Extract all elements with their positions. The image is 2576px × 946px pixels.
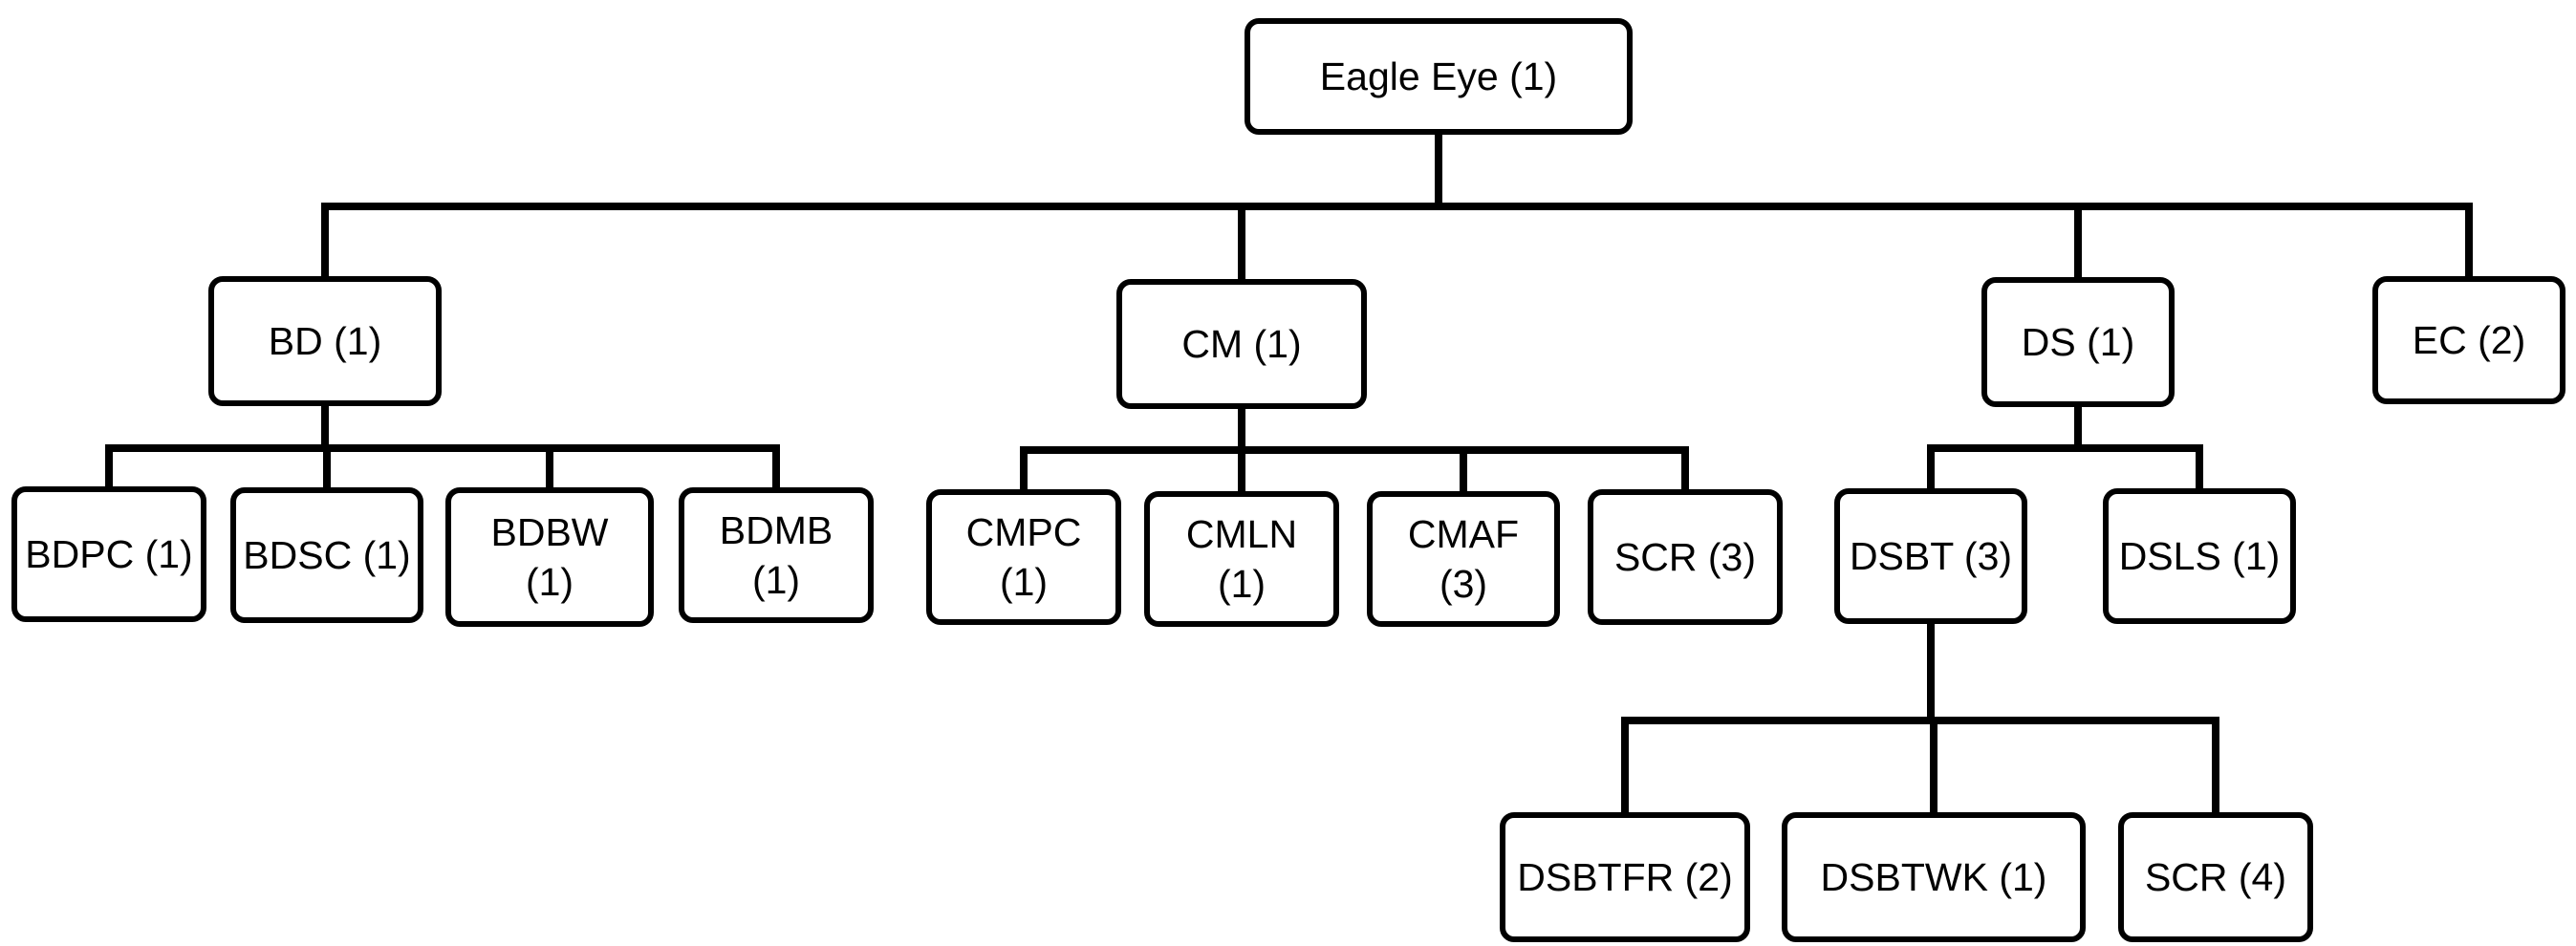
tree-nodes: Eagle Eye (1) BD (1) CM (1) DS (1) EC (2) BDP… <box>11 18 2565 942</box>
node-label-dsbt: DSBT (3) <box>1850 534 2012 578</box>
node-label-bdsc: BDSC (1) <box>243 533 410 577</box>
node-label-scr4: SCR (4) <box>2145 855 2286 899</box>
node-box-bd <box>208 276 442 406</box>
node-ds: DS (1) <box>1981 277 2175 407</box>
node-box-dsbtwk <box>1782 812 2086 942</box>
node-bdsc: BDSC (1) <box>230 487 423 623</box>
node-label-dsbtfr: DSBTFR (2) <box>1517 855 1733 899</box>
node-label-bdbw: (1) <box>526 560 574 604</box>
node-scr4: SCR (4) <box>2118 812 2313 942</box>
node-label-cmaf: (3) <box>1440 562 1487 606</box>
node-label-scr3: SCR (3) <box>1614 535 1756 579</box>
node-box-bdpc <box>11 486 206 622</box>
node-dsls: DSLS (1) <box>2103 488 2296 624</box>
node-box-scr4 <box>2118 812 2313 942</box>
node-label-bdmb: BDMB <box>720 508 833 552</box>
node-box-dsbt <box>1834 488 2027 624</box>
node-label-bdpc: BDPC (1) <box>25 532 192 576</box>
node-label-dsls: DSLS (1) <box>2119 534 2281 578</box>
node-box-dsls <box>2103 488 2296 624</box>
node-label-ec: EC (2) <box>2413 318 2525 362</box>
node-root: Eagle Eye (1) <box>1245 18 1633 135</box>
node-label-cmaf: CMAF <box>1408 512 1519 556</box>
node-label-ds: DS (1) <box>2022 320 2134 364</box>
node-cmaf: CMAF (3) <box>1367 491 1560 627</box>
node-label-bd: BD (1) <box>269 319 381 363</box>
node-box-bdsc <box>230 487 423 623</box>
node-label-cm: CM (1) <box>1181 322 1301 366</box>
node-bdbw: BDBW (1) <box>445 487 654 627</box>
node-box-ec <box>2372 276 2565 404</box>
node-bdpc: BDPC (1) <box>11 486 206 622</box>
node-label-cmln: CMLN <box>1186 512 1297 556</box>
node-label-bdmb: (1) <box>752 558 800 602</box>
node-box-bdbw <box>445 487 654 627</box>
node-cmpc: CMPC (1) <box>926 489 1121 625</box>
node-ec: EC (2) <box>2372 276 2565 404</box>
node-label-dsbtwk: DSBTWK (1) <box>1821 855 2047 899</box>
connector-lines <box>105 128 2473 819</box>
node-bdmb: BDMB (1) <box>679 487 874 623</box>
node-dsbt: DSBT (3) <box>1834 488 2027 624</box>
node-box-cmpc <box>926 489 1121 625</box>
node-box-scr3 <box>1588 489 1783 625</box>
node-box-cm <box>1116 279 1367 409</box>
node-dsbtfr: DSBTFR (2) <box>1500 812 1750 942</box>
node-box-cmln <box>1144 491 1339 627</box>
node-cmln: CMLN (1) <box>1144 491 1339 627</box>
node-scr3: SCR (3) <box>1588 489 1783 625</box>
node-label-cmpc: CMPC <box>966 510 1082 554</box>
node-box-cmaf <box>1367 491 1560 627</box>
node-label-root: Eagle Eye (1) <box>1320 54 1557 98</box>
node-label-cmln: (1) <box>1218 562 1266 606</box>
node-label-bdbw: BDBW <box>491 510 609 554</box>
node-box-bdmb <box>679 487 874 623</box>
node-box-dsbtfr <box>1500 812 1750 942</box>
node-box-root <box>1245 18 1633 135</box>
node-cm: CM (1) <box>1116 279 1367 409</box>
node-dsbtwk: DSBTWK (1) <box>1782 812 2086 942</box>
node-box-ds <box>1981 277 2175 407</box>
node-label-cmpc: (1) <box>1000 560 1048 604</box>
node-bd: BD (1) <box>208 276 442 406</box>
